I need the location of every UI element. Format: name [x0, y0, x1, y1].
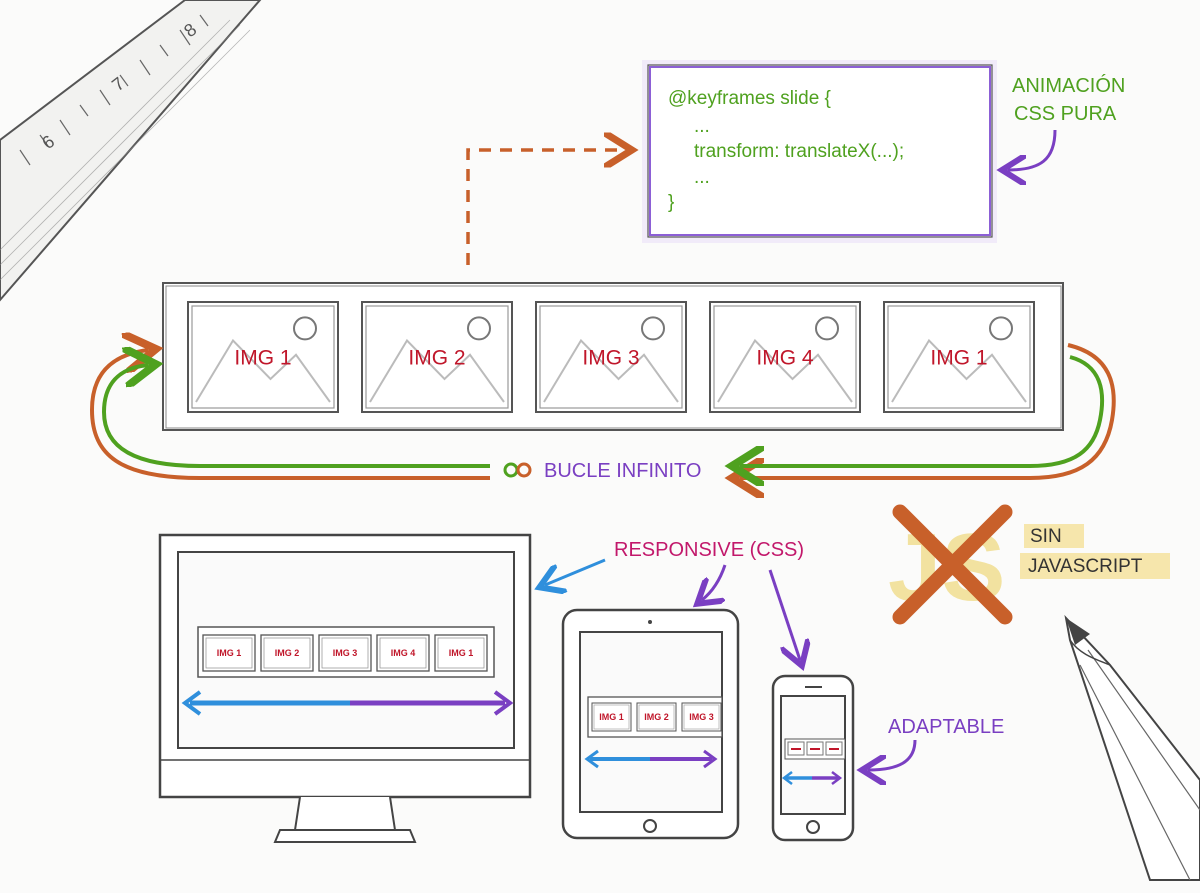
tablet-image-label: IMG 3: [689, 712, 714, 722]
code-box: @keyframes slide { ... transform: transl…: [642, 60, 997, 243]
phone-scroll-arrow: [781, 771, 843, 785]
desktop-image-4: IMG 4: [376, 634, 430, 672]
tablet-scroll-arrow: [584, 749, 718, 769]
carousel-image-label: IMG 2: [408, 346, 465, 369]
carousel-image-label: IMG 4: [756, 346, 813, 369]
code-line-5: }: [668, 192, 674, 213]
carousel-image-3: IMG 3: [535, 301, 687, 413]
code-link-arrow: [466, 150, 625, 265]
responsive-label: RESPONSIVE (CSS): [614, 539, 804, 561]
cross-icon: [892, 504, 1013, 625]
tablet-image-3: IMG 3: [681, 702, 722, 732]
desktop-image-2: IMG 2: [260, 634, 314, 672]
code-line-4: ...: [694, 167, 710, 188]
adaptable-label: ADAPTABLE: [888, 716, 1004, 738]
carousel-image-1: IMG 1: [187, 301, 339, 413]
carousel-image-label: IMG 3: [582, 346, 639, 369]
carousel-image-label: IMG 1: [234, 346, 291, 369]
tablet-image-label: IMG 1: [599, 712, 624, 722]
no-js-mark: JS: [888, 504, 1013, 625]
responsive-arrow-phone: [768, 569, 800, 660]
image-placeholder-icon: [543, 316, 679, 403]
responsive-arrow-desktop: [545, 558, 606, 585]
responsive-arrow-tablet: [702, 564, 727, 600]
carousel-image-4: IMG 4: [709, 301, 861, 413]
loop-label: BUCLE INFINITO: [544, 460, 701, 482]
no-js-label-line1: SIN: [1030, 526, 1062, 547]
tablet-image-label: IMG 2: [644, 712, 669, 722]
animation-pointer-arrow: [1008, 129, 1057, 170]
code-line-3: transform: translateX(...);: [694, 141, 904, 162]
desktop-image-3: IMG 3: [318, 634, 372, 672]
code-line-1: @keyframes slide {: [668, 88, 832, 109]
desktop-monitor: [158, 533, 532, 843]
image-placeholder-icon: [369, 316, 505, 403]
no-js-label-line2: JAVASCRIPT: [1028, 556, 1143, 577]
desktop-image-label: IMG 4: [391, 648, 416, 658]
loop-arrows: [89, 345, 1116, 478]
tablet-image-1: IMG 1: [591, 702, 632, 732]
desktop-image-label: IMG 2: [275, 648, 300, 658]
ruler-icon: 8 7 6: [0, 0, 262, 302]
desktop-image-1: IMG 1: [202, 634, 256, 672]
image-placeholder-icon: [717, 316, 853, 403]
desktop-image-label: IMG 3: [333, 648, 358, 658]
carousel-image-5: IMG 1: [883, 301, 1035, 413]
code-line-2: ...: [694, 116, 710, 137]
animation-label-line1: ANIMACIÓN: [1012, 74, 1125, 97]
carousel-image-label: IMG 1: [930, 346, 987, 369]
phone: [771, 674, 855, 842]
desktop-image-label: IMG 1: [217, 648, 242, 658]
infinity-icon: [503, 462, 532, 478]
tablet-image-2: IMG 2: [636, 702, 677, 732]
carousel-image-2: IMG 2: [361, 301, 513, 413]
desktop-image-5: IMG 1: [434, 634, 488, 672]
animation-label-line2: CSS PURA: [1014, 103, 1117, 125]
image-placeholder-icon: [195, 316, 331, 403]
pencil-icon: [1064, 614, 1200, 881]
desktop-image-label: IMG 1: [449, 648, 474, 658]
desktop-scroll-arrow: [181, 690, 514, 716]
image-placeholder-icon: [891, 316, 1027, 403]
adaptable-arrow: [868, 739, 917, 770]
